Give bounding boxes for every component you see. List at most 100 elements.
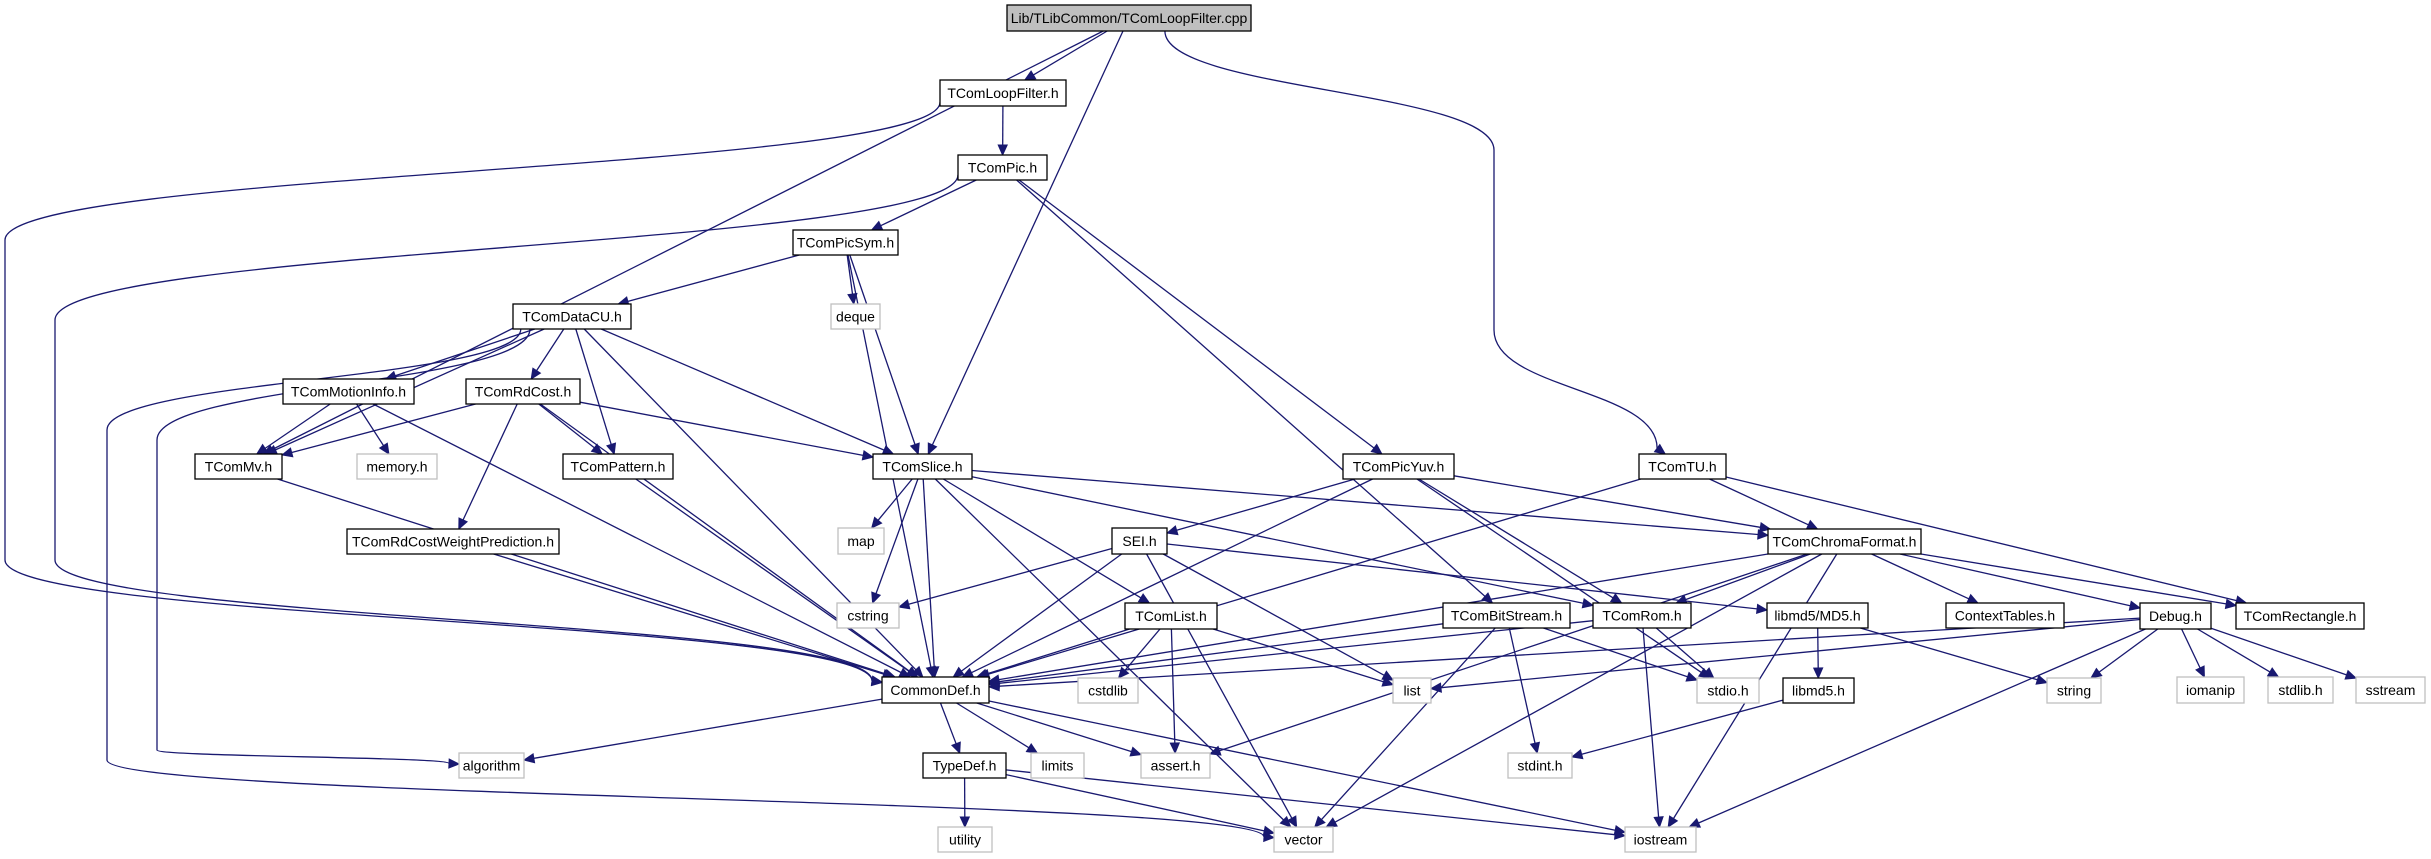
edge-root-to-TComLoopFilter_h — [1023, 30, 1108, 81]
node-libmd5-h[interactable]: libmd5.h — [1782, 677, 1855, 704]
edge-line — [939, 702, 957, 744]
node-box — [458, 752, 525, 779]
edge-line — [1005, 769, 1616, 836]
edge-TComSlice_h-to-cstring — [871, 478, 919, 605]
node-box — [1766, 602, 1869, 629]
edge-TComDataCU_h-to-TComMotionInfo_h — [384, 328, 536, 381]
edge-Debug_h-to-list — [1429, 618, 2141, 693]
node-commondef-h[interactable]: CommonDef.h — [881, 676, 990, 704]
edge-SEI_h-to-vector — [1146, 553, 1298, 829]
node-tcomrectangle-h[interactable]: TComRectangle.h — [2235, 602, 2365, 630]
node-box — [1140, 752, 1211, 779]
arrowhead-icon — [871, 591, 882, 605]
edge-line — [536, 328, 565, 371]
arrowhead-icon — [2035, 674, 2049, 685]
arrowhead-icon — [1570, 749, 1584, 760]
node-iostream: iostream — [1624, 826, 1697, 853]
edge-TComChromaFormat_h-to-TComRectangle_h — [1920, 553, 2238, 610]
node-tcomrdcostweightprediction-h[interactable]: TComRdCostWeightPrediction.h — [346, 528, 560, 555]
node-sei-h[interactable]: SEI.h — [1111, 527, 1168, 555]
edge-line — [1416, 478, 1702, 673]
node-box — [282, 378, 415, 405]
node-list: list — [1392, 677, 1432, 704]
node-tcompicyuv-h[interactable]: TComPicYuv.h — [1342, 453, 1455, 480]
edge-line — [998, 553, 1769, 681]
edge-CommonDef_h-to-algorithm — [522, 698, 883, 764]
edge-line — [575, 328, 612, 445]
edge-line — [846, 254, 854, 295]
node-box — [922, 752, 1007, 779]
arrowhead-icon — [928, 666, 940, 679]
edge-TComList_h-to-assert_h — [1169, 628, 1181, 755]
node-box — [2046, 677, 2102, 704]
edge-line — [971, 469, 1759, 536]
node-box — [2235, 602, 2365, 630]
node-box — [1592, 602, 1692, 629]
node-label: stdlib.h — [2278, 682, 2322, 698]
node-tcomlist-h[interactable]: TComList.h — [1124, 602, 1218, 630]
node-tcompicsym-h[interactable]: TComPicSym.h — [792, 229, 899, 256]
node-label: ContextTables.h — [1955, 608, 2055, 624]
node-label: TComRdCost.h — [475, 384, 571, 400]
edge-line — [264, 403, 331, 449]
edge-line — [1166, 543, 1758, 610]
edge-line — [372, 403, 902, 674]
node-root[interactable]: Lib/TLibCommon/TComLoopFilter.cpp — [1006, 4, 1252, 32]
node-tcomrdcost-h[interactable]: TComRdCost.h — [465, 378, 581, 405]
arrowhead-icon — [1169, 742, 1181, 755]
edge-line — [971, 476, 1584, 604]
node-typedef-h[interactable]: TypeDef.h — [922, 752, 1007, 779]
node-tcompic-h[interactable]: TComPic.h — [957, 154, 1048, 181]
edge-TComRom_h-to-stdio_h — [1655, 627, 1715, 679]
edge-line — [1016, 179, 1486, 597]
arrowhead-icon — [2266, 667, 2280, 678]
node-box — [1392, 677, 1432, 704]
node-tcompattern-h[interactable]: TComPattern.h — [562, 453, 674, 480]
node-box — [957, 154, 1048, 181]
node-label: string — [2057, 683, 2091, 699]
arrowhead-icon — [1129, 746, 1143, 757]
node-tcomslice-h[interactable]: TComSlice.h — [872, 453, 973, 480]
arrowhead-icon — [1325, 817, 1338, 828]
node-debug-h[interactable]: Debug.h — [2139, 602, 2212, 630]
edge-TComPicSym_h-to-TComSlice_h — [849, 254, 920, 456]
arrowhead-icon — [987, 680, 1000, 692]
nodes-layer: Lib/TLibCommon/TComLoopFilter.cppTComLoo… — [194, 4, 2426, 853]
node-tcombitstream-h[interactable]: TComBitStream.h — [1442, 602, 1571, 629]
edge-line — [356, 403, 385, 446]
node-box — [1638, 453, 1727, 480]
node-tcomrom-h[interactable]: TComRom.h — [1592, 602, 1692, 629]
node-tcommv-h[interactable]: TComMv.h — [194, 453, 283, 480]
arrowhead-icon — [522, 753, 536, 764]
edge-line — [1725, 476, 2237, 602]
node-label: libmd5.h — [1792, 683, 1845, 699]
edge-TComDataCU_h-to-TComPattern_h — [575, 328, 617, 456]
edge-TComRom_h-to-iostream — [1642, 627, 1664, 829]
edge-line — [54, 174, 959, 681]
edge-TComBitStream_h-to-vector — [1313, 627, 1496, 828]
arrowhead-icon — [1581, 598, 1595, 609]
node-box — [1442, 602, 1571, 629]
node-label: stdint.h — [1517, 758, 1562, 774]
arrowhead-icon — [2128, 600, 2142, 611]
node-tcomdatacu-h[interactable]: TComDataCU.h — [512, 303, 632, 330]
node-box — [1124, 602, 1218, 630]
arrowhead-icon — [1529, 741, 1541, 755]
node-tcomtu-h[interactable]: TComTU.h — [1638, 453, 1727, 480]
node-tcommotioninfo-h[interactable]: TComMotionInfo.h — [282, 378, 415, 405]
edge-line — [998, 617, 2141, 687]
node-box — [346, 528, 560, 555]
node-label: cstdlib — [1088, 683, 1128, 699]
node-tcomchromaformat-h[interactable]: TComChromaFormat.h — [1767, 528, 1922, 555]
node-label: TComBitStream.h — [1451, 608, 1562, 624]
node-libmd5-md5-h[interactable]: libmd5/MD5.h — [1766, 602, 1869, 629]
node-cstring: cstring — [836, 602, 900, 629]
edge-TComList_h-to-CommonDef_h — [975, 628, 1130, 679]
node-contexttables-h[interactable]: ContextTables.h — [1945, 602, 2065, 629]
node-box — [2176, 676, 2245, 704]
edge-TypeDef_h-to-utility — [959, 777, 971, 829]
edge-line — [1508, 627, 1536, 744]
node-tcomloopfilter-h[interactable]: TComLoopFilter.h — [939, 79, 1067, 107]
edge-line — [1899, 553, 2131, 607]
node-label: TComRectangle.h — [2244, 608, 2357, 624]
